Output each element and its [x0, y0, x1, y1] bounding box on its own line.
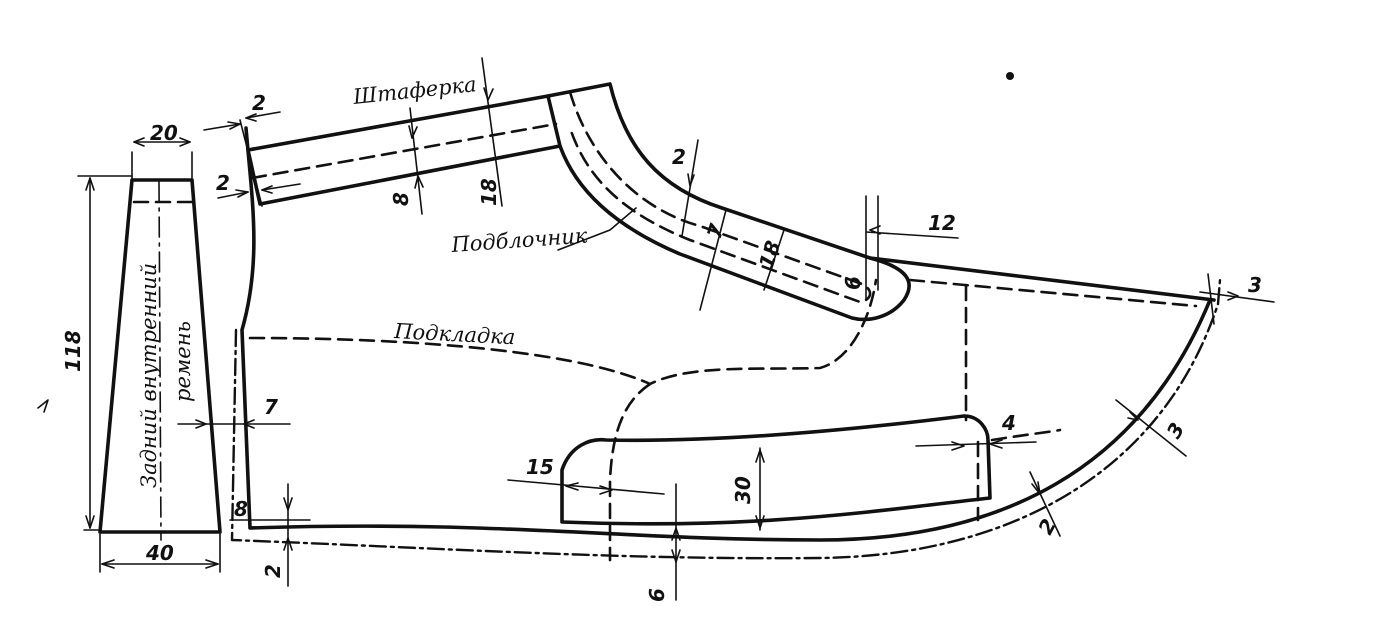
- back-strap-outline: [98, 178, 222, 534]
- dim-6-podblochnik-line: [865, 195, 879, 301]
- label-podblochnik: Подблочник: [450, 224, 589, 258]
- dim-8-shtaferka: 8: [389, 192, 413, 206]
- dim-15: 15: [526, 455, 554, 479]
- podblochnik-outline: [546, 82, 911, 322]
- label-shtaferka: Штаферка: [351, 72, 478, 109]
- dim-40-arrows: [101, 559, 219, 569]
- dim-6-bottom-arrows: [671, 527, 681, 563]
- dim-8-arrows: [408, 125, 424, 189]
- ink-dot: [1006, 72, 1014, 80]
- dim-2-bottom-arrows: [283, 497, 293, 551]
- back-strap-piece: [77, 137, 291, 573]
- shtaferka-piece: [203, 57, 562, 215]
- dim-8-line: [409, 107, 423, 215]
- shtaferka-fold-line: [250, 122, 558, 180]
- dim-4: 4: [1001, 411, 1016, 435]
- dim-40: 40: [145, 541, 174, 565]
- dim-6-bottom: 6: [645, 588, 669, 602]
- dim-18-podblochnik: 18: [754, 238, 785, 272]
- dim-2-left-arrows: [235, 185, 273, 198]
- dim-6-podblochnik: 6: [841, 276, 865, 290]
- dim-2-top-line: [203, 111, 281, 131]
- podblochnik-leader: [557, 207, 637, 251]
- dim-3-heel-arrows: [1127, 411, 1139, 421]
- label-podkladka: Подкладка: [393, 319, 516, 349]
- dim-2-podblochnik-arrows: [687, 173, 695, 187]
- dim-3-tip: 3: [1248, 273, 1262, 297]
- quarter-outer-line: [230, 278, 1222, 560]
- dim-30: 30: [731, 476, 755, 504]
- quarter-toe-fold: [908, 278, 1198, 308]
- dim-20: 20: [150, 121, 178, 145]
- counter-outline: [560, 414, 992, 526]
- dim-20-line: [131, 141, 193, 183]
- dim-2-heel-line: [1029, 471, 1061, 537]
- dim-118: 118: [61, 330, 85, 372]
- podblochnik-piece: [546, 82, 959, 322]
- podblochnik-fold-line: [568, 90, 872, 304]
- podkladka-piece: [248, 278, 878, 562]
- dim-3-tip-arrows: [1227, 291, 1239, 301]
- dim-15-line: [507, 479, 665, 495]
- dim-40-line: [99, 533, 221, 573]
- dim-7-left: 7: [264, 395, 278, 419]
- dim-2-podblochnik-line: [681, 139, 699, 237]
- dim-12: 12: [928, 211, 956, 235]
- dim-2-heel-arrows: [1031, 481, 1041, 495]
- quarter-outline: [240, 126, 1216, 542]
- quarter-piece: [229, 126, 1275, 587]
- dim-2-bottom: 2: [261, 564, 285, 578]
- shtaferka-edge-line: [239, 119, 263, 207]
- dim-2-heel: 2: [1033, 515, 1061, 539]
- dim-12-line: [865, 225, 959, 239]
- dim-118-arrows: [85, 177, 95, 529]
- dim-7-arrows: [195, 419, 255, 429]
- dim-18-line: [481, 57, 503, 207]
- dim-3-heel-line: [1115, 399, 1187, 457]
- dim-4-arrows: [951, 439, 1003, 451]
- quarter-inner-fold: [990, 428, 1062, 442]
- label-back-strap-line1: Задний внутренний: [137, 263, 161, 488]
- counter-piece: [507, 414, 1037, 601]
- ink-mark: [37, 399, 49, 413]
- podkladka-down-line: [608, 382, 652, 562]
- dim-2-left: 2: [216, 171, 230, 195]
- dim-15-arrows: [565, 482, 613, 495]
- dim-3-tip-line: [1199, 273, 1275, 325]
- dim-4-line: [915, 441, 1037, 447]
- dim-7-podblochnik: 7: [702, 221, 729, 242]
- dim-20-arrows: [133, 137, 191, 147]
- podkladka-top-line: [248, 278, 878, 386]
- dim-118-line: [77, 175, 133, 531]
- dim-18-podblochnik-line: [763, 229, 785, 291]
- dim-2-top-arrows: [227, 113, 257, 130]
- dim-18-arrows: [483, 87, 494, 101]
- dim-2-top: 2: [252, 91, 266, 115]
- dim-30-arrows: [755, 449, 765, 529]
- dim-18-shtaferka: 18: [477, 178, 501, 206]
- dim-8-bottom: 8: [234, 497, 248, 521]
- back-strap-center-line: [158, 181, 162, 541]
- label-back-strap-line2: ремень: [171, 321, 195, 402]
- dim-7-podblochnik-line: [699, 209, 727, 311]
- dim-2-podblochnik: 2: [672, 145, 686, 169]
- quarter-vertical-fold: [964, 284, 980, 522]
- dim-2-left-line: [217, 183, 301, 199]
